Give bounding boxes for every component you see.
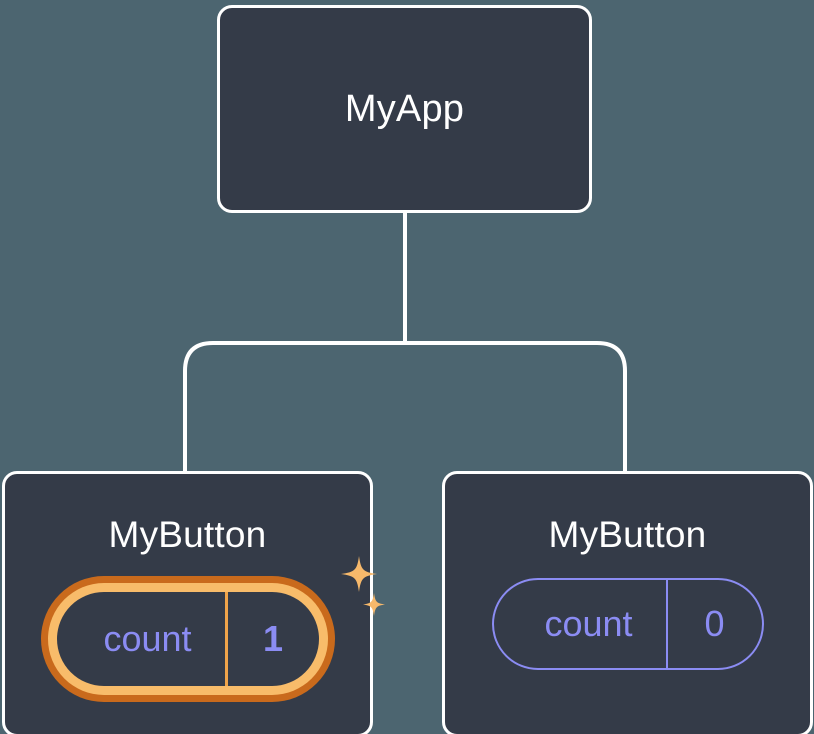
state-pill-core: count 1 <box>56 592 319 686</box>
component-node-myapp[interactable]: MyApp <box>217 5 592 213</box>
state-pill-container: count 0 <box>491 578 764 670</box>
connector-branch-bar <box>183 341 627 471</box>
state-value: 0 <box>665 580 762 668</box>
sparkle-small-icon <box>362 593 385 616</box>
state-key: count <box>544 603 633 644</box>
state-pill-inner-ring: count 1 <box>47 583 328 695</box>
sparkle-group <box>340 556 385 616</box>
state-pill-highlighted[interactable]: count 1 <box>40 576 335 702</box>
state-pill[interactable]: count 0 <box>491 578 764 670</box>
sparkle-large-icon <box>340 556 377 592</box>
component-node-mybutton-left[interactable]: MyButton count 1 <box>2 471 385 734</box>
state-value: 1 <box>224 592 319 686</box>
component-node-mybutton-right[interactable]: MyButton count 0 <box>442 471 813 734</box>
component-node-label: MyButton <box>548 514 707 555</box>
component-node-label: MyApp <box>344 88 465 130</box>
state-pill-container: count 1 <box>40 556 385 702</box>
component-node-label: MyButton <box>108 514 267 555</box>
state-key: count <box>103 618 192 659</box>
